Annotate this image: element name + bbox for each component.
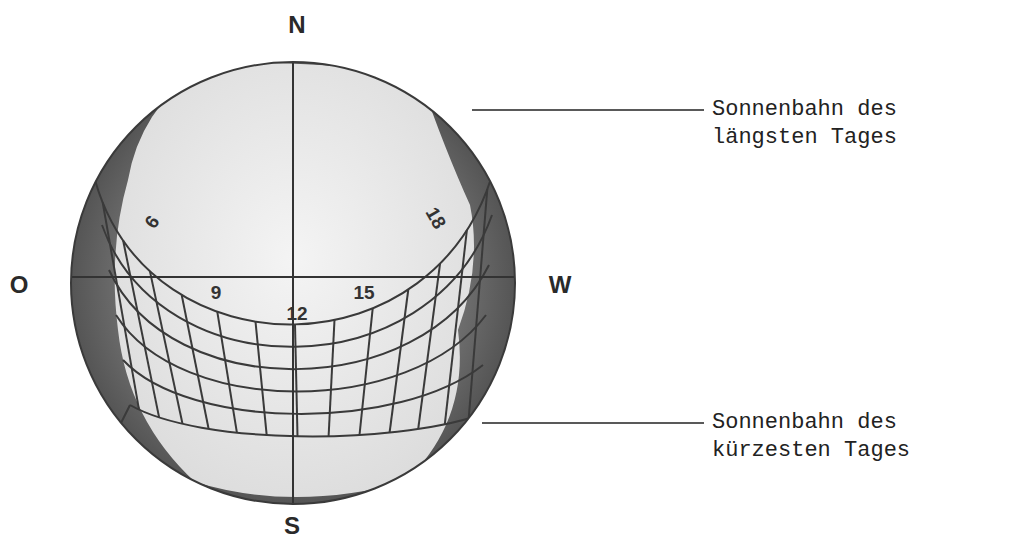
hour-line bbox=[360, 308, 373, 435]
hour-line bbox=[150, 271, 183, 424]
hour-line bbox=[329, 320, 335, 436]
hour-label: 15 bbox=[353, 283, 374, 302]
compass-label: O bbox=[10, 273, 29, 297]
hour-line bbox=[123, 240, 159, 417]
hour-line bbox=[182, 295, 209, 429]
hour-line bbox=[469, 189, 488, 418]
leader-line bbox=[482, 422, 704, 424]
leader-line bbox=[472, 109, 704, 111]
fisheye-disc bbox=[71, 62, 515, 504]
hour-line bbox=[445, 230, 467, 424]
hour-label: 9 bbox=[211, 283, 222, 302]
callout-text: Sonnenbahn des kürzesten Tages bbox=[712, 409, 922, 465]
compass-label: N bbox=[288, 13, 305, 37]
hour-line bbox=[390, 290, 409, 433]
hour-line bbox=[418, 263, 440, 429]
hour-line bbox=[295, 324, 298, 436]
callout-text: Sonnenbahn des längsten Tages bbox=[712, 96, 922, 152]
hour-line bbox=[256, 322, 267, 435]
compass-label: W bbox=[549, 273, 572, 297]
compass-label: S bbox=[284, 514, 300, 538]
hour-line bbox=[217, 312, 237, 433]
hour-label: 12 bbox=[286, 304, 307, 323]
sun-path-grid bbox=[95, 165, 495, 436]
hour-line bbox=[103, 203, 139, 410]
